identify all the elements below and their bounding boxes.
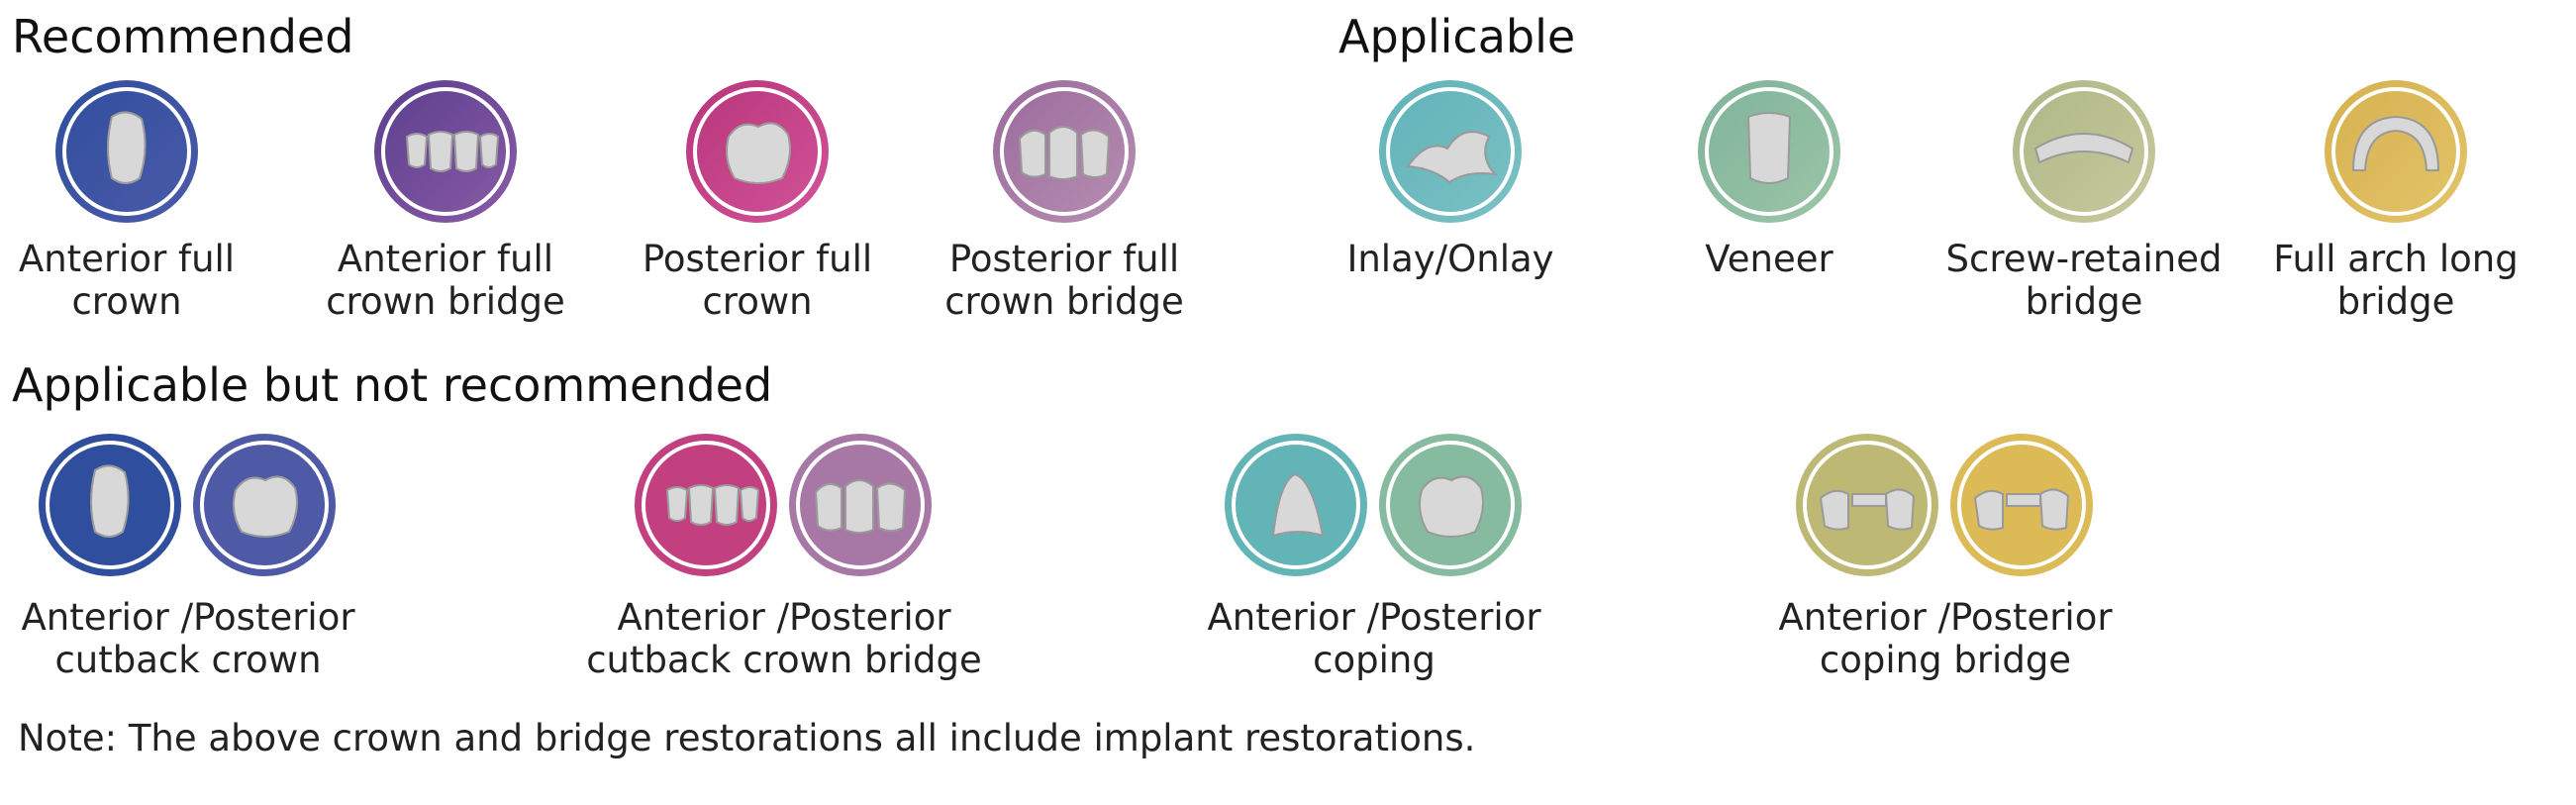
cutback-anterior-bridge-icon: [634, 433, 778, 577]
footnote: Note: The above crown and bridge restora…: [18, 717, 1476, 759]
inlay-onlay-icon: [1378, 79, 1523, 224]
screw-bridge-icon: [2012, 79, 2156, 224]
label-pair-2: Anterior /Posterior coping: [1207, 596, 1541, 681]
cutback-anterior-icon: [38, 433, 182, 577]
coping-posterior-icon: [1378, 433, 1523, 577]
heading-not-recommended: Applicable but not recommended: [12, 358, 773, 412]
label-recommended-0: Anterior full crown: [18, 238, 236, 323]
label-applicable-2: Screw-retained bridge: [1945, 238, 2223, 323]
heading-recommended: Recommended: [12, 10, 354, 63]
label-applicable-0: Inlay/Onlay: [1346, 238, 1554, 280]
label-pair-1: Anterior /Posterior cutback crown bridge: [586, 596, 982, 681]
veneer-icon: [1697, 79, 1841, 224]
coping-posterior-bridge-icon: [1949, 433, 2094, 577]
label-pair-0: Anterior /Posterior cutback crown: [21, 596, 355, 681]
label-recommended-1: Anterior full crown bridge: [326, 238, 565, 323]
cutback-posterior-bridge-icon: [788, 433, 933, 577]
posterior-crown-icon: [685, 79, 830, 224]
coping-anterior-icon: [1224, 433, 1368, 577]
anterior-crown-icon: [54, 79, 199, 224]
label-recommended-3: Posterior full crown bridge: [944, 238, 1184, 323]
label-applicable-3: Full arch long bridge: [2273, 238, 2519, 323]
coping-anterior-bridge-icon: [1795, 433, 1939, 577]
label-recommended-2: Posterior full crown: [642, 238, 873, 323]
posterior-bridge-icon: [992, 79, 1137, 224]
cutback-posterior-icon: [192, 433, 337, 577]
heading-applicable: Applicable: [1338, 10, 1576, 63]
label-applicable-1: Veneer: [1705, 238, 1833, 280]
anterior-bridge-icon: [373, 79, 518, 224]
full-arch-icon: [2324, 79, 2468, 224]
label-pair-3: Anterior /Posterior coping bridge: [1778, 596, 2113, 681]
